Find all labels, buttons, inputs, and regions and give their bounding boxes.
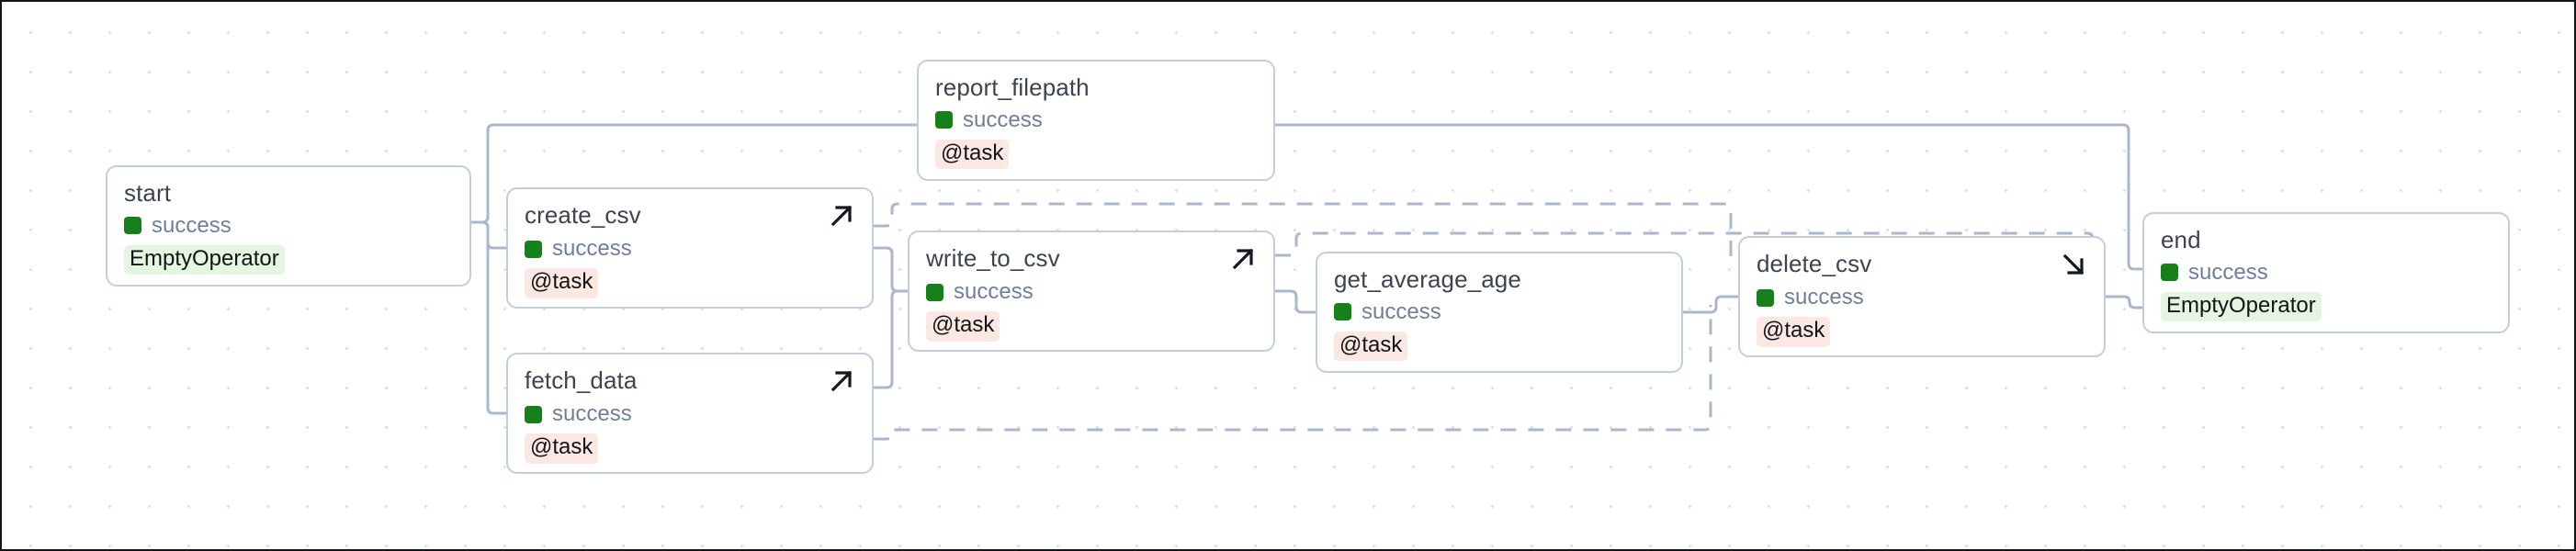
- dag-node-type-badge-start: EmptyOperator: [124, 244, 285, 276]
- status-label-end: success: [2188, 259, 2268, 285]
- dag-edge-get_average_age-to-delete_csv: [1683, 295, 1738, 314]
- dag-edge-create_csv-to-write_to_csv: [874, 246, 908, 293]
- dag-node-header: write_to_csv: [926, 245, 1257, 273]
- status-label-fetch_data: success: [552, 401, 632, 426]
- status-success-swatch: [2161, 264, 2178, 282]
- status-label-report_filepath: success: [963, 107, 1043, 132]
- dag-node-end[interactable]: end success EmptyOperator: [2142, 212, 2510, 333]
- dag-node-status: success: [525, 238, 855, 260]
- dag-node-title-fetch_data: fetch_data: [525, 366, 638, 394]
- dag-node-get_average_age[interactable]: get_average_age success @task: [1316, 252, 1683, 373]
- dag-node-status: success: [1334, 298, 1665, 324]
- dag-edge-delete_csv-to-end: [2106, 295, 2142, 309]
- dag-edge-fetch_data-to-write_to_csv: [874, 289, 908, 389]
- dag-node-report_filepath[interactable]: report_filepath success @task: [917, 60, 1275, 181]
- dag-node-delete_csv[interactable]: delete_csv success @task: [1738, 236, 2106, 357]
- dag-node-create_csv[interactable]: create_csv success @task: [506, 187, 874, 309]
- dag-node-status: success: [1757, 287, 2087, 309]
- dag-node-type-badge-fetch_data: @task: [525, 433, 599, 464]
- dag-node-header: start: [124, 180, 453, 207]
- dag-node-title-start: start: [124, 179, 172, 207]
- dag-node-type-badge-end: EmptyOperator: [2161, 291, 2322, 322]
- status-label-get_average_age: success: [1361, 298, 1441, 324]
- dag-node-status: success: [525, 403, 855, 425]
- dag-edge-start-to-create_csv: [471, 220, 506, 250]
- arrow-down-right-icon-delete_csv[interactable]: [2060, 251, 2087, 278]
- status-label-write_to_csv: success: [954, 279, 1034, 304]
- dag-node-type-badge-delete_csv: @task: [1757, 317, 1831, 347]
- status-label-create_csv: success: [552, 236, 632, 261]
- status-success-swatch: [525, 405, 542, 423]
- status-success-swatch: [124, 217, 141, 235]
- status-success-swatch: [1757, 288, 1774, 307]
- status-success-swatch: [1334, 303, 1351, 321]
- dag-node-type-badge-create_csv: @task: [525, 268, 599, 298]
- dag-node-title-end: end: [2161, 226, 2201, 253]
- status-label-start: success: [152, 212, 232, 238]
- dag-node-header: fetch_data: [525, 367, 855, 395]
- dag-node-type-badge-write_to_csv: @task: [926, 311, 1000, 342]
- dag-node-header: get_average_age: [1334, 266, 1665, 293]
- status-label-delete_csv: success: [1784, 285, 1864, 309]
- status-success-swatch: [935, 111, 953, 129]
- dag-node-header: create_csv: [525, 202, 855, 230]
- dag-node-type-badge-report_filepath: @task: [935, 139, 1010, 170]
- dag-node-title-delete_csv: delete_csv: [1757, 250, 1872, 277]
- dag-node-title-write_to_csv: write_to_csv: [926, 244, 1060, 272]
- dag-node-header: end: [2161, 227, 2491, 253]
- dag-node-header: report_filepath: [935, 74, 1257, 101]
- dag-node-fetch_data[interactable]: fetch_data success @task: [506, 353, 874, 474]
- status-success-swatch: [926, 283, 943, 301]
- arrow-up-right-icon-create_csv[interactable]: [828, 202, 855, 230]
- dag-node-status: success: [926, 281, 1257, 303]
- dag-node-status: success: [2161, 259, 2491, 285]
- dag-node-header: delete_csv: [1757, 251, 2087, 278]
- dag-node-type-badge-get_average_age: @task: [1334, 331, 1408, 362]
- dag-node-status: success: [935, 107, 1257, 132]
- dag-node-status: success: [124, 212, 453, 238]
- arrow-up-right-icon-fetch_data[interactable]: [828, 367, 855, 395]
- dag-node-start[interactable]: start success EmptyOperator: [106, 165, 471, 287]
- dag-node-write_to_csv[interactable]: write_to_csv success @task: [908, 231, 1275, 352]
- dag-node-title-get_average_age: get_average_age: [1334, 265, 1521, 293]
- dag-edge-write_to_csv-to-get_average_age: [1275, 289, 1316, 314]
- dag-node-title-create_csv: create_csv: [525, 201, 641, 229]
- dag-edge-start-to-fetch_data: [471, 220, 506, 415]
- status-success-swatch: [525, 240, 542, 258]
- dag-node-title-report_filepath: report_filepath: [935, 73, 1090, 101]
- arrow-up-right-icon-write_to_csv[interactable]: [1229, 245, 1257, 273]
